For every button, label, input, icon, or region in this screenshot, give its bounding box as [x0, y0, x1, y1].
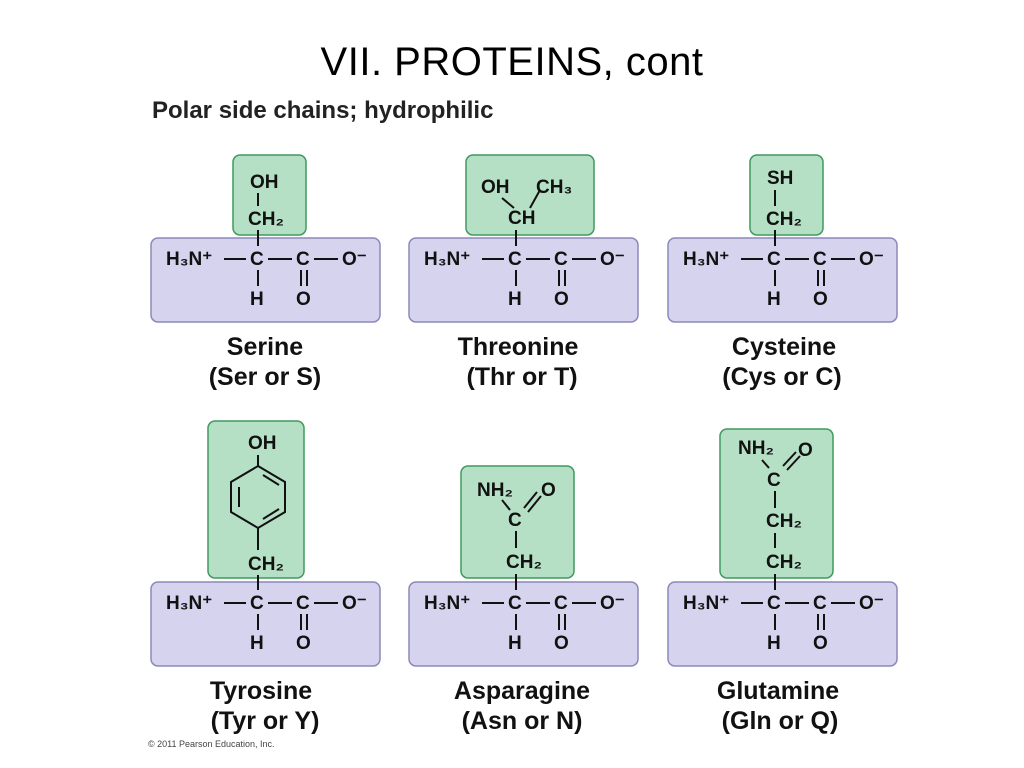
tyrosine-hydrogen: H [250, 633, 264, 654]
copyright-notice: © 2011 Pearson Education, Inc. [148, 739, 275, 749]
glutamine-name: Glutamine [716, 677, 840, 705]
threonine-side-chain-box [465, 154, 595, 236]
threonine-o-minus: O⁻ [600, 249, 625, 270]
threonine-alpha-carbon: C [508, 249, 522, 270]
serine-name: Serine [226, 333, 304, 361]
asparagine-nh2-label: NH₂ [477, 480, 513, 501]
glutamine-oxygen: O [813, 633, 828, 654]
tyrosine-carboxyl-carbon: C [296, 593, 310, 614]
tyrosine-name: Tyrosine [209, 677, 313, 705]
cysteine-carboxyl-carbon: C [813, 249, 827, 270]
glutamine-alpha-carbon: C [767, 593, 781, 614]
tyrosine-side-chain-box [207, 420, 305, 579]
threonine-ch3-label: CH₃ [536, 177, 572, 198]
serine-oh-label: OH [250, 172, 279, 193]
glutamine-o-minus: O⁻ [859, 593, 884, 614]
cysteine-amine-label: H₃N⁺ [683, 249, 729, 270]
glutamine-abbreviation: (Gln or Q) [721, 707, 839, 735]
ring-inner-bond [262, 474, 280, 486]
asparagine-alpha-carbon: C [508, 593, 522, 614]
serine-amine-label: H₃N⁺ [166, 249, 212, 270]
tyrosine-amine-label: H₃N⁺ [166, 593, 212, 614]
asparagine-ch2-label: CH₂ [506, 552, 542, 573]
cysteine-o-minus: O⁻ [859, 249, 884, 270]
cysteine-hydrogen: H [767, 289, 781, 310]
asparagine-o-label: O [541, 480, 556, 501]
double-bond [527, 495, 542, 513]
glutamine-nh2-label: NH₂ [738, 438, 774, 459]
cysteine-alpha-carbon: C [767, 249, 781, 270]
asparagine-carboxyl-carbon: C [554, 593, 568, 614]
glutamine-carboxyl-carbon: C [813, 593, 827, 614]
asparagine-amine-label: H₃N⁺ [424, 593, 470, 614]
tyrosine-alpha-carbon: C [250, 593, 264, 614]
glutamine-ch2-label-2: CH₂ [766, 552, 802, 573]
bond [501, 499, 511, 511]
double-bond [786, 455, 801, 471]
threonine-oxygen: O [554, 289, 569, 310]
glutamine-side-chain-box [719, 428, 834, 579]
asparagine-abbreviation: (Asn or N) [461, 707, 583, 735]
slide-title: VII. PROTEINS, cont [320, 40, 704, 84]
bond [529, 189, 541, 209]
serine-oxygen: O [296, 289, 311, 310]
serine-side-chain-box [232, 154, 307, 236]
tyrosine-oh-label: OH [248, 433, 277, 454]
cysteine-name: Cysteine [731, 333, 837, 361]
bond [501, 197, 515, 209]
double-bond [523, 491, 538, 509]
glutamine-c-label: C [767, 470, 781, 491]
threonine-hydrogen: H [508, 289, 522, 310]
serine-alpha-carbon: C [250, 249, 264, 270]
asparagine-name: Asparagine [453, 677, 591, 705]
threonine-carboxyl-carbon: C [554, 249, 568, 270]
threonine-oh-label: OH [481, 177, 510, 198]
glutamine-o-label: O [798, 440, 813, 461]
glutamine-hydrogen: H [767, 633, 781, 654]
threonine-amine-label: H₃N⁺ [424, 249, 470, 270]
glutamine-ch2-label-1: CH₂ [766, 511, 802, 532]
double-bond [782, 451, 797, 467]
cysteine-abbreviation: (Cys or C) [722, 363, 842, 391]
serine-o-minus: O⁻ [342, 249, 367, 270]
tyrosine-o-minus: O⁻ [342, 593, 367, 614]
cysteine-side-chain-box [749, 154, 824, 236]
glutamine-amine-label: H₃N⁺ [683, 593, 729, 614]
ring-inner-bond [262, 508, 280, 520]
cysteine-ch2-label: CH₂ [766, 209, 802, 230]
tyrosine-abbreviation: (Tyr or Y) [210, 707, 320, 735]
serine-ch2-label: CH₂ [248, 209, 284, 230]
threonine-abbreviation: (Thr or T) [466, 363, 578, 391]
asparagine-hydrogen: H [508, 633, 522, 654]
bond [761, 459, 770, 469]
asparagine-oxygen: O [554, 633, 569, 654]
asparagine-side-chain-box [460, 465, 575, 579]
asparagine-c-label: C [508, 510, 522, 531]
serine-abbreviation: (Ser or S) [208, 363, 322, 391]
section-heading: Polar side chains; hydrophilic [152, 97, 494, 124]
tyrosine-oxygen: O [296, 633, 311, 654]
threonine-ch-label: CH [508, 208, 535, 229]
serine-hydrogen: H [250, 289, 264, 310]
serine-carboxyl-carbon: C [296, 249, 310, 270]
cysteine-oxygen: O [813, 289, 828, 310]
cysteine-sh-label: SH [767, 168, 793, 189]
asparagine-o-minus: O⁻ [600, 593, 625, 614]
threonine-name: Threonine [457, 333, 579, 361]
tyrosine-ch2-label: CH₂ [248, 554, 284, 575]
